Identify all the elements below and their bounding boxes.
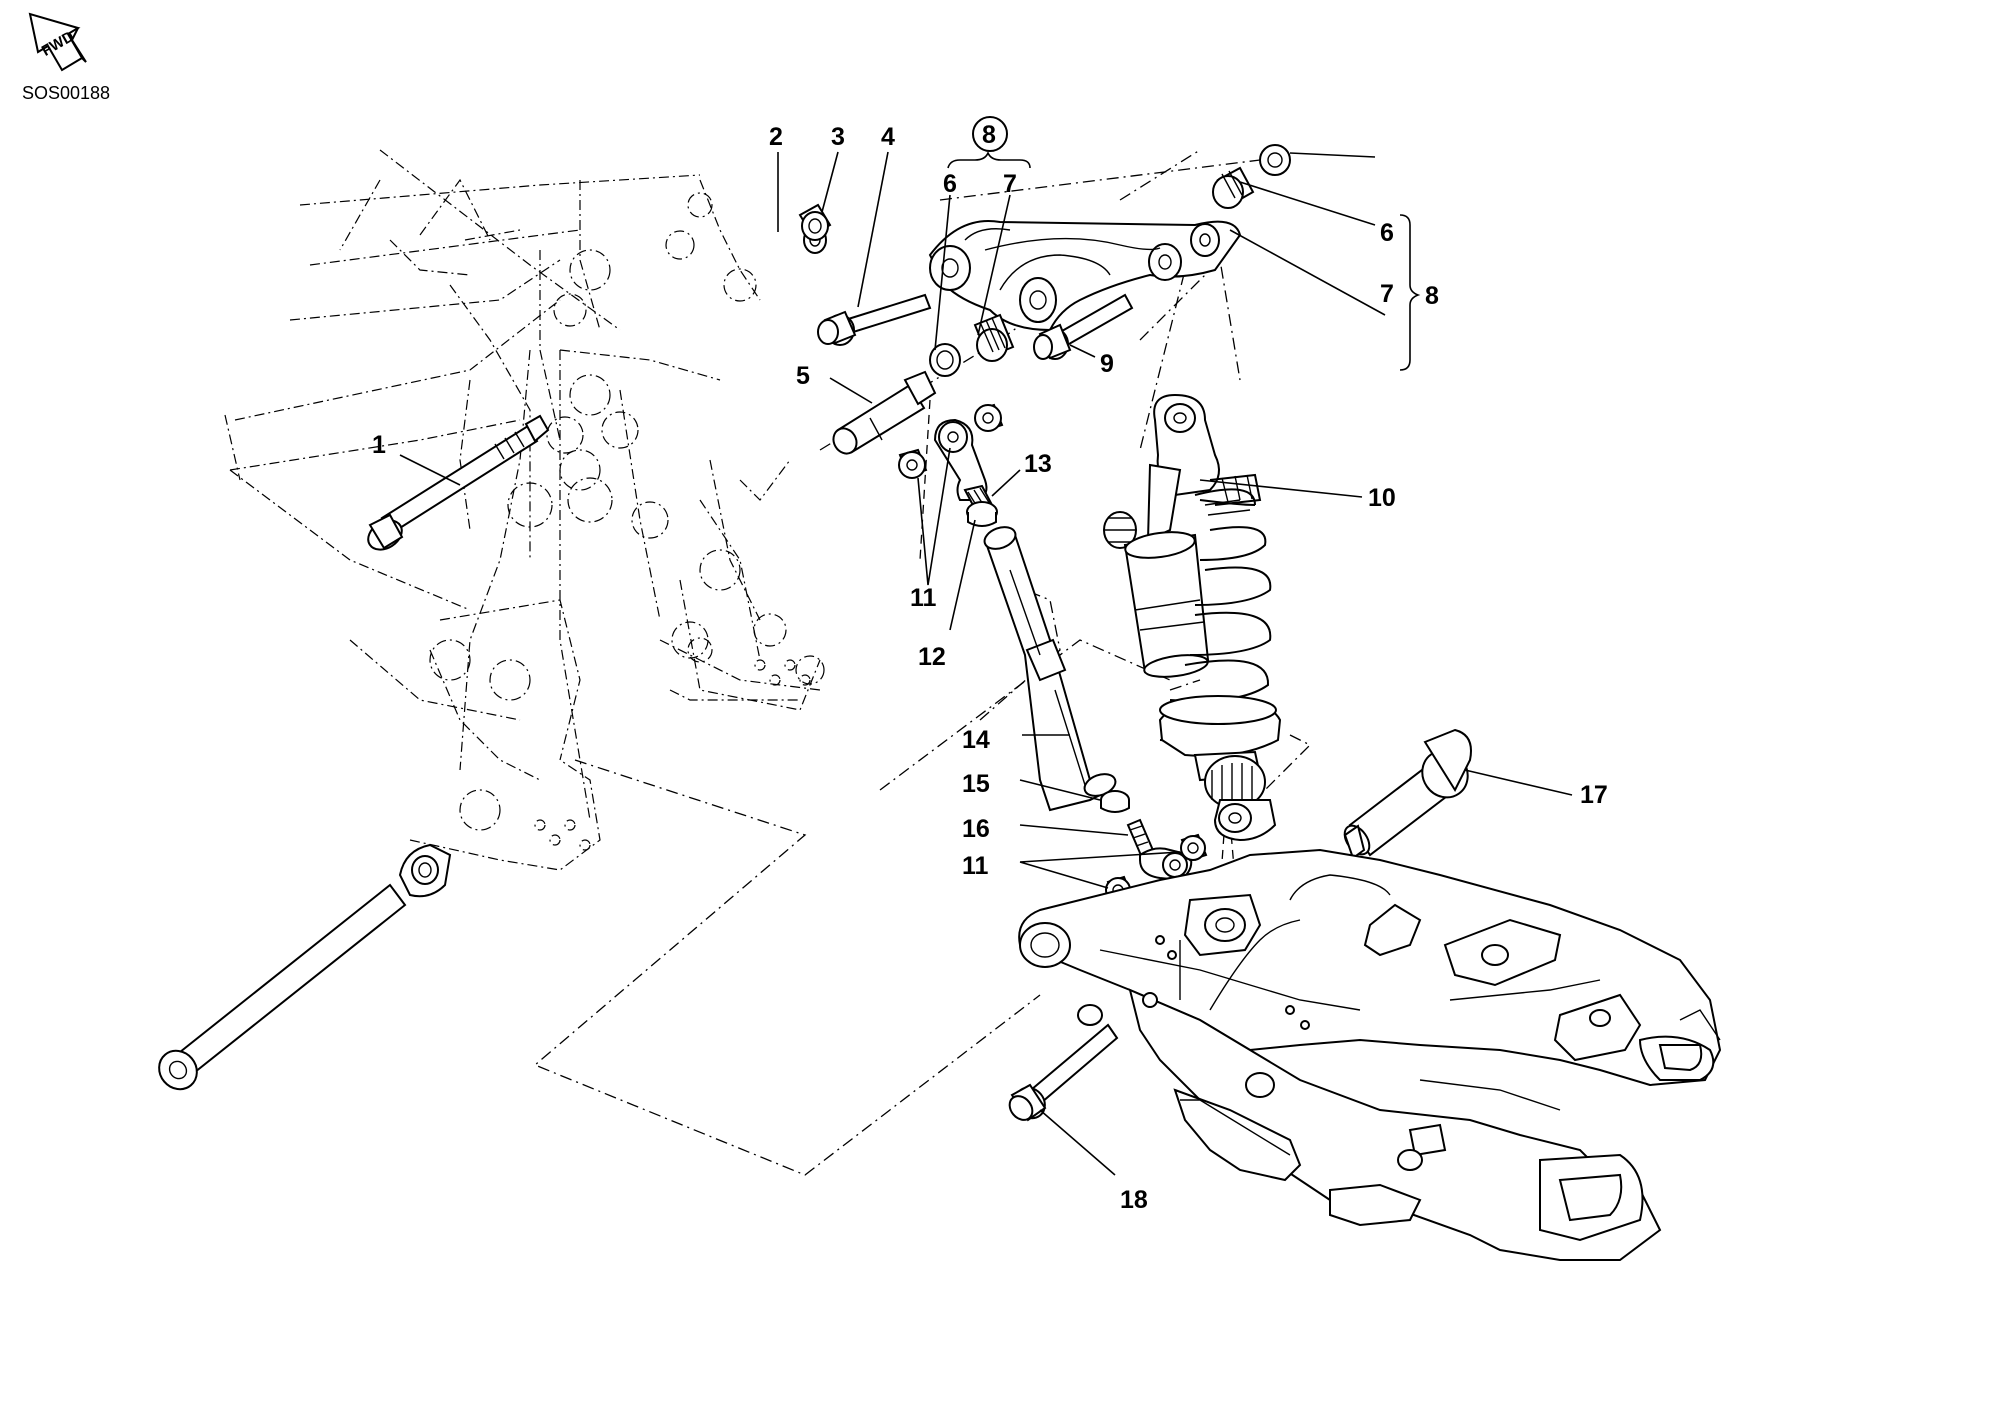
part-3-bush (798, 203, 832, 241)
callout-6-top: 6 (943, 170, 957, 198)
part-7-needle-bearing-right (1212, 166, 1255, 209)
part-7-needle-bearing-left (973, 313, 1015, 362)
callout-16: 16 (962, 815, 990, 843)
callout-18: 18 (1120, 1186, 1148, 1214)
callout-15: 15 (962, 770, 990, 798)
callout-leader-lines (399, 150, 1573, 1176)
callout-3: 3 (831, 123, 845, 151)
part-8-rocker-linkage (928, 220, 1242, 332)
part-11-spacer-lower-right (1180, 833, 1208, 862)
callout-8-circle (972, 116, 1008, 152)
part-1-long-bolt (367, 414, 550, 551)
part-6-seal-left (929, 343, 961, 377)
part-17-pivot-bolt (1343, 728, 1472, 860)
part-6-seal-right (1259, 144, 1291, 176)
swingarm (1018, 848, 1722, 1261)
callout-labels: 1 2 3 4 5 6 7 8 6 7 8 9 10 11 12 13 14 1… (372, 121, 1608, 1214)
part-upper-rod-eye (933, 418, 988, 501)
callout-7-right: 7 (1380, 280, 1394, 308)
part-9-bolt (1033, 293, 1134, 360)
callout-8-right: 8 (1425, 282, 1439, 310)
drawing-code: SOS00188 (22, 83, 110, 103)
callout-14: 14 (962, 726, 990, 754)
part-10-shock-absorber (1103, 393, 1282, 842)
part-11-spacer-upper-right (974, 403, 1004, 432)
part-11-spacer-upper-left (898, 448, 928, 479)
callout-4: 4 (881, 123, 895, 151)
callout-11-upper: 11 (910, 584, 937, 612)
part-18-bolt (1008, 1023, 1119, 1122)
callout-7-top: 7 (1003, 170, 1017, 198)
callout-10: 10 (1368, 484, 1396, 512)
forward-arrow-icon: FWD (28, 12, 87, 72)
callout-5: 5 (796, 362, 810, 390)
part-14-tie-rod (983, 526, 1117, 812)
part-swingarm-pivot-shaft (158, 843, 452, 1091)
callout-8-circled: 8 (982, 121, 996, 149)
part-16-rod-end-lower (1126, 818, 1193, 882)
callout-9: 9 (1100, 350, 1114, 378)
part-5-spacer-tube (832, 370, 937, 455)
callout-13: 13 (1024, 450, 1052, 478)
part-15-locknut-lower (1100, 790, 1130, 813)
callout-17: 17 (1580, 781, 1608, 809)
part-12-locknut (966, 501, 998, 527)
callout-6-right: 6 (1380, 219, 1394, 247)
callout-12: 12 (918, 643, 946, 671)
frame-ghost-outline (224, 149, 825, 871)
callout-11-lower: 11 (962, 852, 989, 880)
callout-2: 2 (769, 123, 783, 151)
part-4-bolt (817, 293, 932, 346)
callout-1: 1 (372, 431, 386, 459)
